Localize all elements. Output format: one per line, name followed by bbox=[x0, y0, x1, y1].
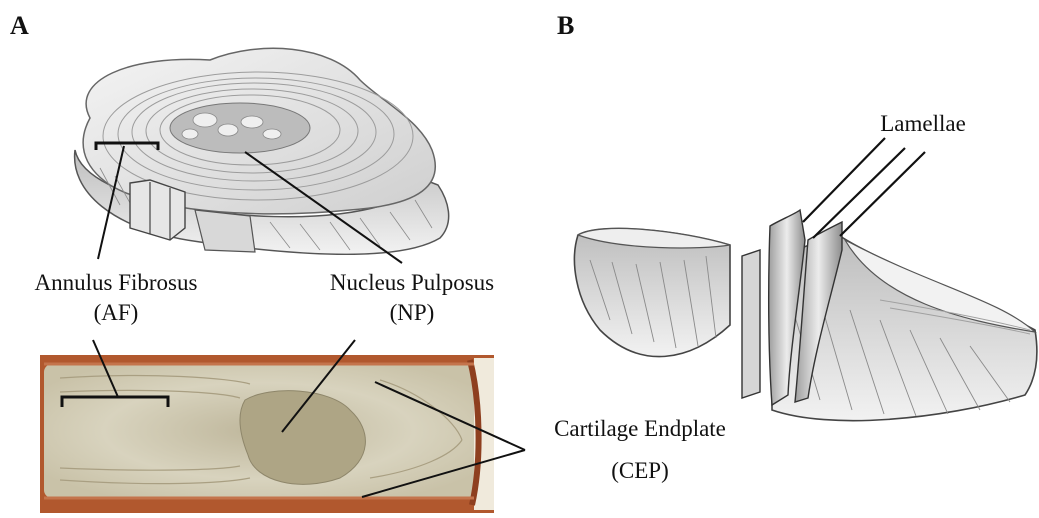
lamellae-label: Lamellae bbox=[868, 111, 978, 137]
panel-letter-a: A bbox=[10, 13, 29, 39]
nucleus-pulposus-abbr: (NP) bbox=[312, 300, 512, 326]
annulus-fibrosus-name: Annulus Fibrosus bbox=[16, 270, 216, 296]
annulus-fibrosus-label: Annulus Fibrosus (AF) bbox=[16, 270, 216, 327]
panel-letter-b: B bbox=[557, 13, 574, 39]
lamellae-leader-line-2 bbox=[813, 148, 905, 238]
cartilage-endplate-name: Cartilage Endplate bbox=[535, 416, 745, 442]
cartilage-endplate-abbr: (CEP) bbox=[535, 458, 745, 484]
nucleus-pulposus-name: Nucleus Pulposus bbox=[312, 270, 512, 296]
lamellae-leader-line-3 bbox=[840, 152, 925, 236]
nucleus-pulposus-label: Nucleus Pulposus (NP) bbox=[312, 270, 512, 327]
lamellae-illustration bbox=[574, 210, 1036, 421]
cartilage-endplate-label: Cartilage Endplate (CEP) bbox=[535, 416, 745, 485]
disc-photo bbox=[40, 355, 494, 513]
annulus-fibrosus-abbr: (AF) bbox=[16, 300, 216, 326]
disc-illustration-a bbox=[75, 48, 449, 254]
